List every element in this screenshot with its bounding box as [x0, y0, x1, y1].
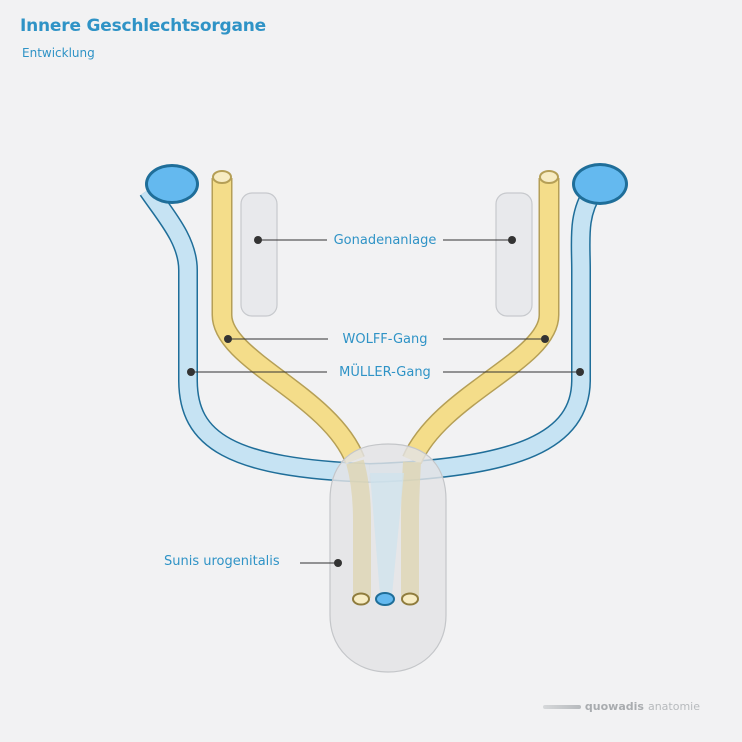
brand-logo: quowadis anatomie [542, 700, 700, 713]
scalpel-icon [542, 704, 581, 709]
label-sinus-urogenitalis: Sunis urogenitalis [164, 554, 280, 569]
label-gonadenanlage: Gonadenanlage [334, 233, 437, 248]
sinus-urogenitalis [329, 443, 447, 673]
mueller-duct-left [139, 164, 371, 483]
label-wolff-gang: WOLFF-Gang [343, 332, 428, 347]
mueller-duct-right [369, 163, 628, 483]
gonad-right [495, 192, 533, 317]
wolff-duct-left [211, 170, 365, 465]
mueller-opening [375, 592, 395, 606]
wolff-duct-right [402, 170, 560, 465]
page-subtitle: Entwicklung [22, 46, 95, 60]
label-mueller-gang: MÜLLER-Gang [339, 363, 431, 380]
leader-lines [191, 239, 580, 564]
brand-name-light: anatomie [647, 700, 700, 713]
leader-dots [187, 236, 584, 567]
wolff-opening-right [401, 592, 419, 606]
brand-name-bold: quowadis [584, 700, 644, 713]
gonad-left [240, 192, 278, 317]
wolff-opening-left [352, 592, 370, 606]
page-title: Innere Geschlechtsorgane [20, 16, 266, 36]
